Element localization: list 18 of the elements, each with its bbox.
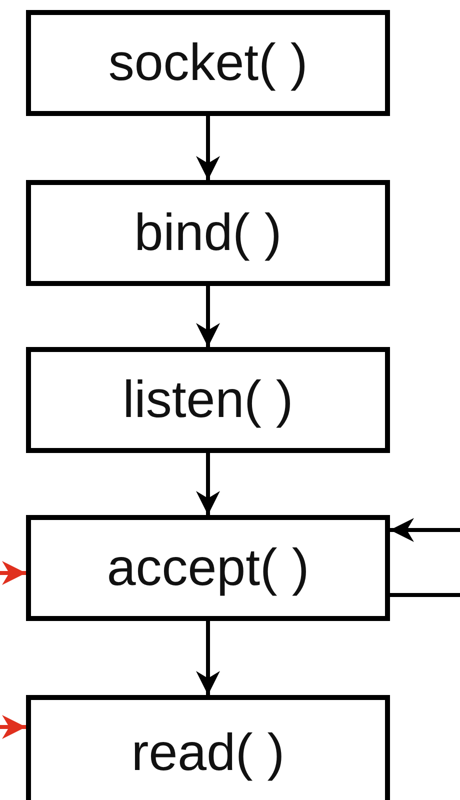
process-box: [26, 347, 390, 453]
function-label: socket( ): [108, 33, 308, 93]
arrow: [390, 518, 460, 542]
arrow: [196, 453, 220, 515]
arrow: [0, 715, 26, 739]
arrow: [196, 286, 220, 347]
function-label: bind( ): [134, 203, 282, 263]
connector-line: [390, 593, 460, 597]
process-box: [26, 695, 390, 800]
arrow: [196, 621, 220, 695]
arrow: [196, 116, 220, 180]
process-box: [26, 10, 390, 116]
function-label: accept( ): [106, 538, 310, 598]
process-box: [26, 515, 390, 621]
function-label: listen( ): [122, 370, 294, 430]
arrow: [0, 561, 26, 585]
process-box: [26, 180, 390, 286]
function-label: read( ): [131, 722, 285, 782]
